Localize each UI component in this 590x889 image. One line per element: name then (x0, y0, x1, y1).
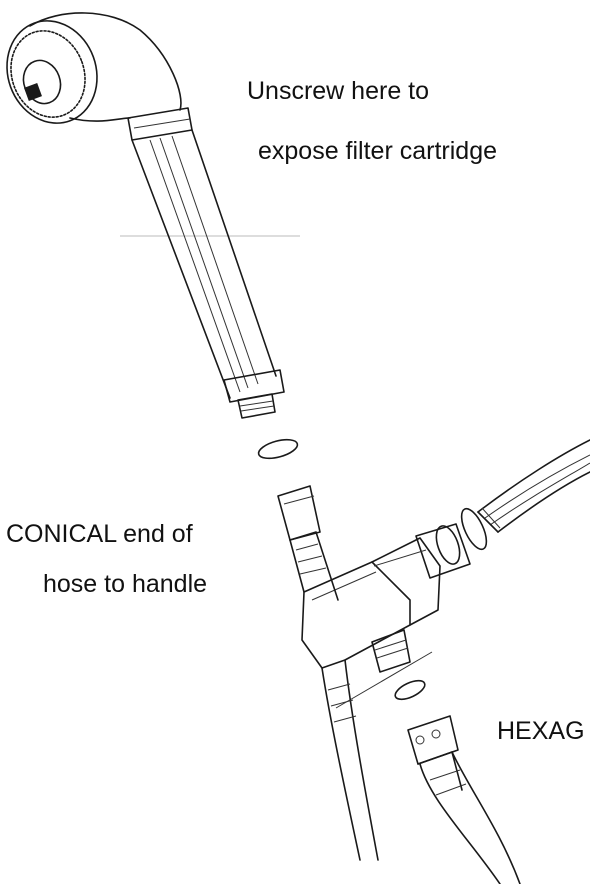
o-ring-handle (257, 436, 300, 462)
conical-label-line2: hose to handle (43, 572, 207, 597)
hose-upper (478, 440, 590, 532)
unscrew-label-line2: expose filter cartridge (258, 139, 497, 164)
conical-hose (278, 486, 378, 860)
handle-collar (128, 108, 192, 140)
conical-label-line1: CONICAL end of (6, 522, 193, 547)
t-connector (302, 538, 440, 708)
o-ring-connector (393, 677, 428, 703)
hexagonal-label: HEXAG (497, 719, 585, 744)
handle-body (132, 130, 284, 418)
shower-head (0, 8, 181, 136)
unscrew-label-line1: Unscrew here to (247, 79, 429, 104)
